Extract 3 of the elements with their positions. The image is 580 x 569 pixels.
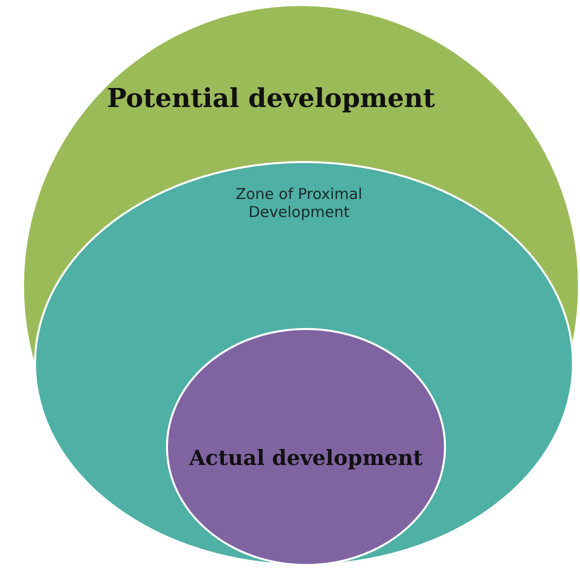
ellipse-label: Potential development (106, 84, 436, 114)
ellipse-label: Actual development (188, 445, 424, 470)
ellipse-label: Zone of Proximal Development (234, 185, 364, 221)
